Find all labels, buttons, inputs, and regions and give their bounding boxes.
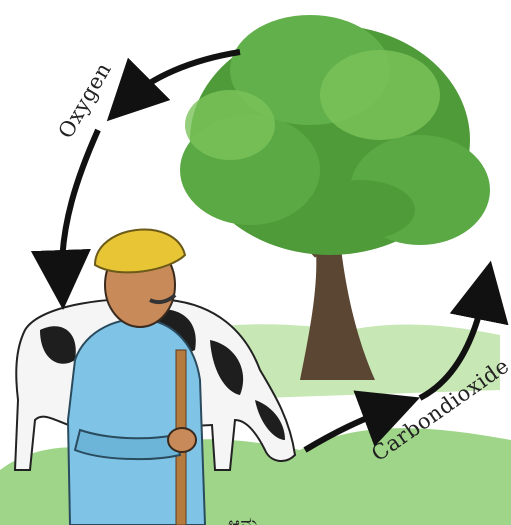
man-icon <box>68 230 205 525</box>
page-mark: ಆಮ್ಲ <box>228 514 260 525</box>
oxygen-arrow-left <box>62 130 98 280</box>
oxygen-label: Oxygen <box>54 58 116 142</box>
